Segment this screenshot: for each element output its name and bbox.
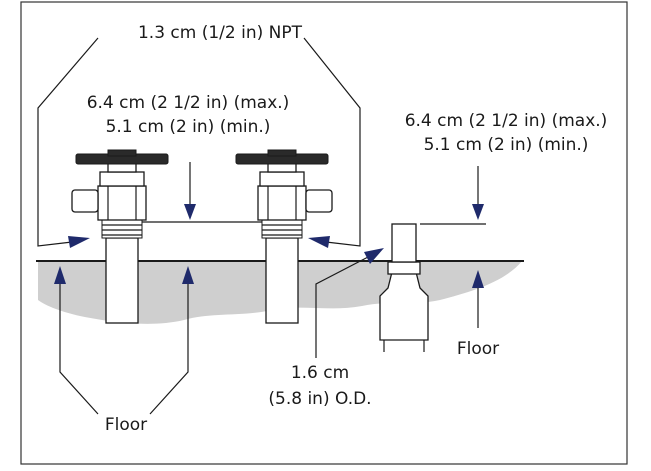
left-valve-outlet — [71, 189, 99, 213]
left-supply-pipe — [105, 237, 139, 324]
floor-left-leaders — [54, 266, 194, 415]
floor-right-leader — [472, 270, 484, 328]
floor-left-label: Floor — [105, 415, 147, 435]
right-valve-bonnet — [259, 171, 305, 187]
npt-label: 1.3 cm (1/2 in) NPT — [138, 23, 303, 43]
drain-height-max-label: 6.4 cm (2 1/2 in) (max.) — [405, 111, 608, 131]
drain-fitting — [379, 271, 429, 341]
drain-collar — [387, 261, 421, 275]
left-valve-handle-cap — [107, 149, 137, 157]
drain-height-min-label: 5.1 cm (2 in) (min.) — [424, 135, 589, 155]
valve-height-max-label: 6.4 cm (2 1/2 in) (max.) — [87, 93, 290, 113]
drain-stub — [391, 223, 417, 263]
right-valve-outlet — [305, 189, 333, 213]
valve-height-min-label: 5.1 cm (2 in) (min.) — [106, 117, 271, 137]
drain-od-leader — [315, 248, 384, 358]
right-valve-body — [257, 185, 307, 221]
drain-pipe — [379, 223, 429, 352]
left-valve-bonnet — [99, 171, 145, 187]
right-shutoff-valve — [235, 149, 333, 324]
drain-od-label-line2: (5.8 in) O.D. — [268, 389, 371, 409]
drain-height-dimension — [420, 166, 486, 225]
floor-right-label: Floor — [457, 339, 499, 359]
diagram-frame — [20, 1, 628, 465]
left-shutoff-valve — [71, 149, 169, 324]
right-valve-handle-cap — [267, 149, 297, 157]
left-valve-body — [97, 185, 147, 221]
valve-height-dimension — [142, 162, 262, 223]
right-supply-pipe — [265, 237, 299, 324]
npt-leader-lines — [37, 37, 361, 248]
drain-od-label-line1: 1.6 cm — [291, 363, 349, 383]
